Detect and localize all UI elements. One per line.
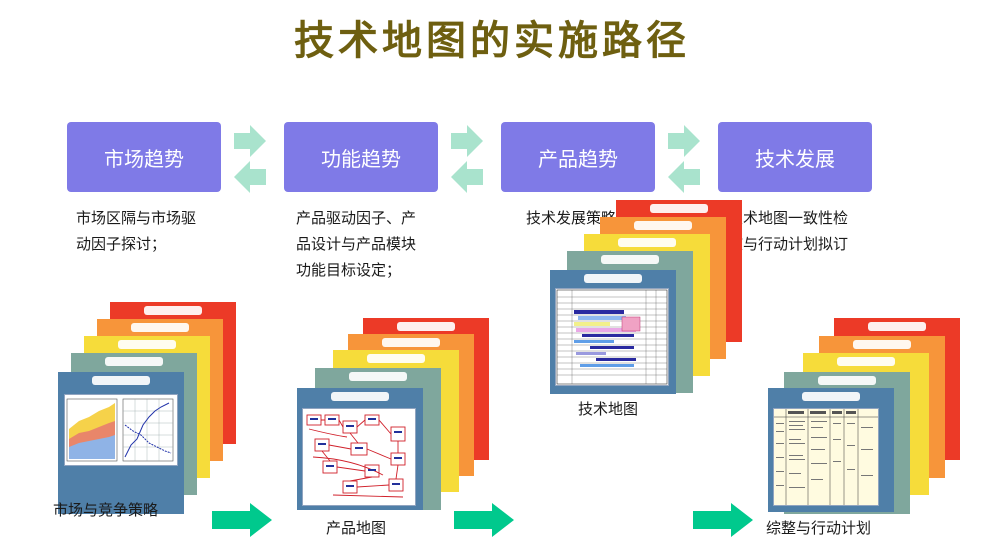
- bidirectional-arrow-icon: [234, 125, 266, 193]
- description-function: 产品驱动因子、产 品设计与产品模块 功能目标设定；: [296, 209, 417, 279]
- description-tech: 技术地图一致性检 核与行动计划拟订: [728, 209, 849, 253]
- caption-market-strategy: 市场与竞争策略: [53, 501, 159, 519]
- stage-tech-development: 技术发展: [718, 122, 872, 192]
- description-market: 市场区隔与市场驱 动因子探讨；: [76, 209, 197, 253]
- page-title: 技术地图的实施路径: [294, 18, 690, 64]
- stage-product-trend: 产品趋势: [501, 122, 655, 192]
- front-card: [58, 372, 184, 514]
- front-card: [297, 388, 423, 510]
- description-product: 技术发展策略: [526, 209, 617, 227]
- bidirectional-arrow-icon: [668, 125, 700, 193]
- caption-action-plan: 综整与行动计划: [766, 519, 872, 537]
- bidirectional-arrow-icon: [451, 125, 483, 193]
- right-arrow-icon: [212, 503, 272, 537]
- front-card: [550, 270, 676, 394]
- caption-tech-map: 技术地图: [578, 400, 639, 418]
- output-stack-market: [58, 302, 238, 514]
- front-card: [768, 388, 894, 512]
- stage-function-trend: 功能趋势: [284, 122, 438, 192]
- output-stack-product: [297, 318, 489, 518]
- tech-map-thumbnail: [555, 288, 669, 386]
- action-plan-thumbnail: [773, 408, 879, 506]
- market-chart-thumbnail: [64, 394, 178, 466]
- product-map-thumbnail: [302, 408, 416, 506]
- stage-market-trend: 市场趋势: [67, 122, 221, 192]
- right-arrow-icon: [454, 503, 514, 537]
- caption-product-map: 产品地图: [326, 519, 387, 537]
- right-arrow-icon: [693, 503, 753, 537]
- output-stack-tech: [550, 200, 742, 400]
- output-stack-action-plan: [768, 318, 960, 518]
